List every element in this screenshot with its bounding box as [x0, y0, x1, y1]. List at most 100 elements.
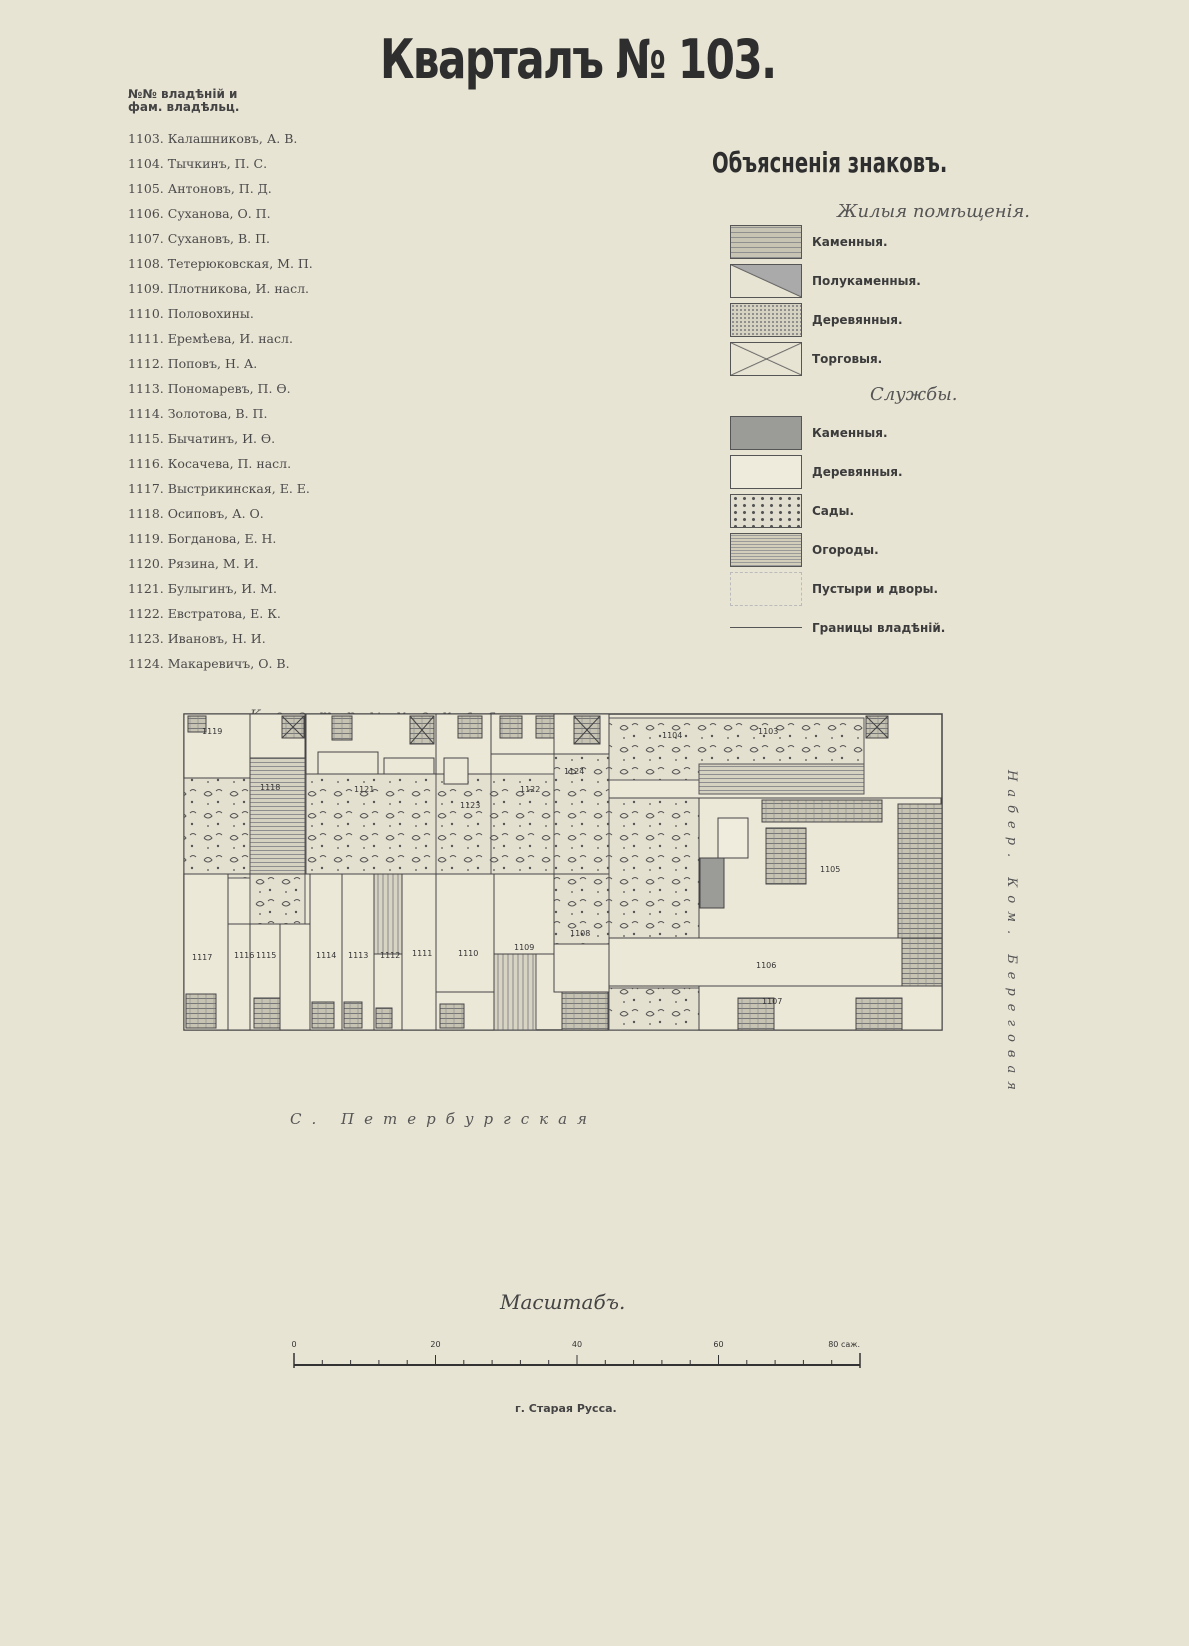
page-title: Кварталъ № 103. — [380, 28, 777, 91]
plot-label: 1108 — [570, 929, 590, 938]
kitchen-garden — [249, 757, 306, 875]
plot-label: 1119 — [202, 727, 222, 736]
block-plan: 1103 1104 1105 1106 1107 1108 1109 1110 … — [122, 698, 1022, 1138]
garden-area — [553, 753, 610, 945]
legend-swatch-wood-res — [730, 302, 802, 337]
plot-label: 1110 — [458, 949, 478, 958]
owner-item: 1124. Макаревичъ, О. В. — [128, 656, 290, 671]
owners-list: 1103. Калашниковъ, А. В.1104. Тычкинъ, П… — [128, 126, 368, 676]
plot-label: 1107 — [762, 997, 782, 1006]
legend-swatch-half-stone — [730, 263, 802, 298]
legend-row-yard: Пустыри и дворы. — [730, 569, 1050, 608]
stone-service — [699, 857, 725, 909]
plot-label: 1124 — [564, 767, 584, 776]
scale-tick-label: 60 — [713, 1340, 723, 1349]
legend-label: Деревянныя. — [812, 464, 903, 479]
legend-label: Границы владѣній. — [812, 620, 946, 635]
garden-area — [490, 773, 555, 875]
legend-swatch-boundary — [730, 627, 802, 628]
legend-swatch-stone-serv — [730, 415, 802, 450]
plot-label: 1106 — [756, 961, 776, 970]
owner-item: 1121. Булыгинъ, И. М. — [128, 581, 277, 596]
plot-label: 1123 — [460, 801, 480, 810]
owner-item: 1106. Суханова, О. П. — [128, 206, 271, 221]
legend-label: Огороды. — [812, 542, 879, 557]
owner-item: 1120. Рязина, М. И. — [128, 556, 259, 571]
owner-item: 1117. Выстрикинская, Е. Е. — [128, 481, 310, 496]
owner-item: 1110. Половохины. — [128, 306, 254, 321]
legend-services-heading: Службы. — [870, 384, 958, 405]
wood-service — [717, 817, 749, 859]
stone-service — [765, 827, 807, 885]
legend-label: Полукаменныя. — [812, 273, 921, 288]
scale-title: Масштабъ. — [500, 1290, 626, 1314]
legend-label: Пустыри и дворы. — [812, 581, 939, 596]
stone-service — [737, 997, 775, 1031]
owner-item: 1119. Богданова, Е. Н. — [128, 531, 277, 546]
plot-label: 1114 — [316, 951, 336, 960]
city-caption: г. Старая Русса. — [515, 1402, 617, 1415]
plot-1107 — [698, 985, 943, 1031]
legend-residential-items: Каменныя. Полукаменныя. Деревянныя. Торговы… — [730, 222, 1050, 378]
scale-tick-label: 0 — [291, 1340, 296, 1349]
block-plan-svg: 1103 1104 1105 1106 1107 1108 1109 1110 … — [183, 713, 943, 1031]
legend-row-stone-serv: Каменныя. — [730, 413, 1050, 452]
owner-item: 1104. Тычкинъ, П. С. — [128, 156, 268, 171]
legend-label: Каменныя. — [812, 425, 888, 440]
plot-label: 1118 — [260, 783, 280, 792]
stone-service — [855, 997, 903, 1031]
garden-area — [608, 797, 700, 939]
plot-label: 1105 — [820, 865, 840, 874]
owner-item: 1114. Золотова, В. П. — [128, 406, 268, 421]
legend-label: Сады. — [812, 503, 855, 518]
plot-label: 1104 — [662, 731, 682, 740]
street-label-bottom: С. Петербургская — [290, 1110, 597, 1128]
legend-row-trade: Торговыя. — [730, 339, 1050, 378]
legend-swatch-kitchen — [730, 532, 802, 567]
owner-item: 1118. Осиповъ, А. О. — [128, 506, 264, 521]
legend-swatch-wood-serv — [730, 454, 802, 489]
garden-area — [608, 987, 700, 1031]
legend-row-wood-serv: Деревянныя. — [730, 452, 1050, 491]
scale-tick-label: 80 саж. — [828, 1340, 860, 1349]
legend-residential-heading: Жилыя помѣщенія. — [837, 201, 1030, 222]
legend-label: Торговыя. — [812, 351, 883, 366]
plot-label: 1112 — [380, 951, 400, 960]
stone-service — [561, 991, 609, 1031]
plot-1106 — [608, 937, 943, 987]
owners-heading-line2: фам. владѣльц. — [128, 100, 240, 114]
trade-crosses — [281, 715, 889, 745]
owner-item: 1105. Антоновъ, П. Д. — [128, 181, 272, 196]
owner-item: 1108. Тетерюковская, М. П. — [128, 256, 313, 271]
legend-title: Объясненія знаковъ. — [712, 146, 948, 179]
legend-services-items: Каменныя. Деревянныя. Сады. Огороды. Пустыри… — [730, 413, 1050, 647]
stone-service — [897, 803, 943, 939]
owner-item: 1111. Еремѣева, И. насл. — [128, 331, 293, 346]
legend-row-wood-res: Деревянныя. — [730, 300, 1050, 339]
owner-item: 1109. Плотникова, И. насл. — [128, 281, 310, 296]
owner-item: 1116. Косачева, П. насл. — [128, 456, 292, 471]
small-stone-buildings — [185, 993, 465, 1029]
plot-label: 1103 — [758, 727, 778, 736]
legend-row-boundary: Границы владѣній. — [730, 608, 1050, 647]
legend-swatch-stone-res — [730, 224, 802, 259]
legend-swatch-trade — [730, 341, 802, 376]
scale-tick-label: 20 — [430, 1340, 440, 1349]
owners-list-block: №№ владѣній и фам. владѣльц. 1103. Калаш… — [128, 88, 368, 676]
plot-label: 1115 — [256, 951, 276, 960]
kitchen-garden — [493, 953, 537, 1031]
plot-label: 1109 — [514, 943, 534, 952]
owner-item: 1112. Поповъ, Н. А. — [128, 356, 258, 371]
plot-number-labels: 1103 1104 1105 1106 1107 1108 1109 1110 … — [192, 727, 840, 1006]
garden-area — [249, 873, 306, 925]
owner-item: 1107. Сухановъ, В. П. — [128, 231, 270, 246]
legend-swatch-garden — [730, 493, 802, 528]
legend-label: Каменныя. — [812, 234, 888, 249]
garden-area — [435, 773, 492, 875]
street-label-right: Набер. Ком. Береговая — [1004, 770, 1019, 1098]
plot-label: 1122 — [520, 785, 540, 794]
legend-row-half-stone: Полукаменныя. — [730, 261, 1050, 300]
legend: Объясненія знаковъ. Жилыя помѣщенія. Кам… — [712, 146, 1050, 647]
